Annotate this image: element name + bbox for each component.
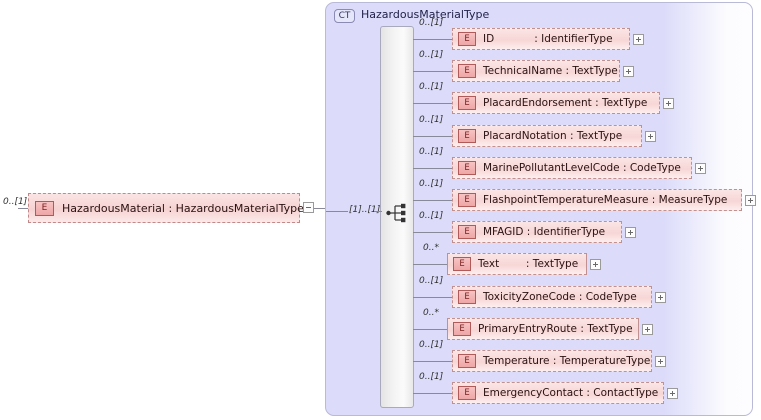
child-element-label: MFAGID : IdentifierType [483,226,606,238]
element-icon: E [458,129,476,143]
child-element-row[interactable]: E MarinePollutantLevelCode : CodeType [452,157,695,182]
child-connector-line [413,71,452,72]
child-connector-line [413,232,452,233]
child-connector-line [413,136,452,137]
child-connector-line [413,329,447,330]
element-icon: E [458,386,476,400]
child-element-label: Text : TextType [478,258,579,270]
child-cardinality: 0..[1] [419,82,444,92]
child-element-label: PlacardEndorsement : TextType [483,97,648,109]
child-expand-toggle[interactable] [695,163,706,174]
child-connector-line [413,297,452,298]
child-cardinality: 0..[1] [419,340,444,350]
root-element-cardinality: 0..[1] [3,197,28,207]
child-connector-line [413,168,452,169]
child-expand-toggle[interactable] [633,34,644,45]
child-cardinality: 0..[1] [419,50,444,60]
child-connector-line [413,393,452,394]
child-element-row[interactable]: E PlacardNotation : TextType [452,125,645,150]
element-icon: E [453,322,471,336]
child-cardinality: 0..[1] [419,147,444,157]
child-element-row[interactable]: E ID : IdentifierType [452,28,633,53]
child-element-label: EmergencyContact : ContactType [483,387,659,399]
child-element-label: ID : IdentifierType [483,33,613,45]
root-element-label: HazardousMaterial : HazardousMaterialTyp… [62,201,304,215]
child-element-row[interactable]: E TechnicalName : TextType [452,60,623,85]
child-element-label: PrimaryEntryRoute : TextType [478,323,633,335]
child-element-row[interactable]: E EmergencyContact : ContactType [452,382,667,407]
child-element-label: Temperature : TemperatureType [483,355,651,367]
child-element-row[interactable]: E MFAGID : IdentifierType [452,221,625,246]
element-icon: E [458,290,476,304]
element-icon: E [458,32,476,46]
compositor-in-line-2 [374,211,382,212]
child-element-row[interactable]: E PrimaryEntryRoute : TextType [447,318,642,343]
element-icon: E [458,161,476,175]
child-expand-toggle[interactable] [623,66,634,77]
complextype-title: HazardousMaterialType [361,8,490,21]
compositor-in-line [326,211,348,212]
child-cardinality: 0..[1] [419,18,444,28]
child-element-label: PlacardNotation : TextType [483,130,623,142]
element-icon: E [458,64,476,78]
element-icon: E [458,354,476,368]
child-connector-line [413,39,452,40]
child-expand-toggle[interactable] [590,259,601,270]
child-cardinality: 0..[1] [419,211,444,221]
child-connector-line [413,361,452,362]
child-cardinality: 0..[1] [419,179,444,189]
child-expand-toggle[interactable] [745,195,756,206]
element-icon: E [453,257,471,271]
root-element-hazardousmaterial[interactable]: E HazardousMaterial : HazardousMaterialT… [28,193,304,227]
child-expand-toggle[interactable] [655,356,666,367]
complextype-badge: CT [334,9,355,23]
child-connector-line [413,264,447,265]
child-element-row[interactable]: E ToxicityZoneCode : CodeType [452,286,655,311]
element-icon: E [35,200,54,216]
root-collapse-toggle[interactable] [303,202,314,213]
child-expand-toggle[interactable] [655,292,666,303]
child-cardinality: 0..[1] [419,276,444,286]
child-connector-line [413,200,452,201]
child-expand-toggle[interactable] [625,227,636,238]
element-icon: E [458,193,476,207]
child-expand-toggle[interactable] [663,98,674,109]
element-icon: E [458,225,476,239]
child-element-row[interactable]: E FlashpointTemperatureMeasure : MeasureT… [452,189,745,214]
child-element-label: FlashpointTemperatureMeasure : MeasureTy… [483,194,728,206]
child-cardinality: 0..* [423,308,439,318]
model-group-bar [380,26,414,408]
child-element-label: MarinePollutantLevelCode : CodeType [483,162,681,174]
child-expand-toggle[interactable] [642,324,653,335]
child-element-row[interactable]: E Text : TextType [447,253,590,278]
child-element-row[interactable]: E PlacardEndorsement : TextType [452,92,663,117]
root-to-type-line [314,208,326,209]
child-element-row[interactable]: E Temperature : TemperatureType [452,350,655,375]
child-cardinality: 0..[1] [419,372,444,382]
child-cardinality: 0..* [423,243,439,253]
element-icon: E [458,96,476,110]
root-stub-line [18,208,28,209]
child-element-label: ToxicityZoneCode : CodeType [483,291,637,303]
child-connector-line [413,103,452,104]
compositor-cardinality: [1]..[1] [349,205,381,215]
child-expand-toggle[interactable] [645,131,656,142]
child-expand-toggle[interactable] [667,388,678,399]
child-element-label: TechnicalName : TextType [483,65,618,77]
child-cardinality: 0..[1] [419,115,444,125]
sequence-compositor-icon[interactable] [386,203,412,223]
